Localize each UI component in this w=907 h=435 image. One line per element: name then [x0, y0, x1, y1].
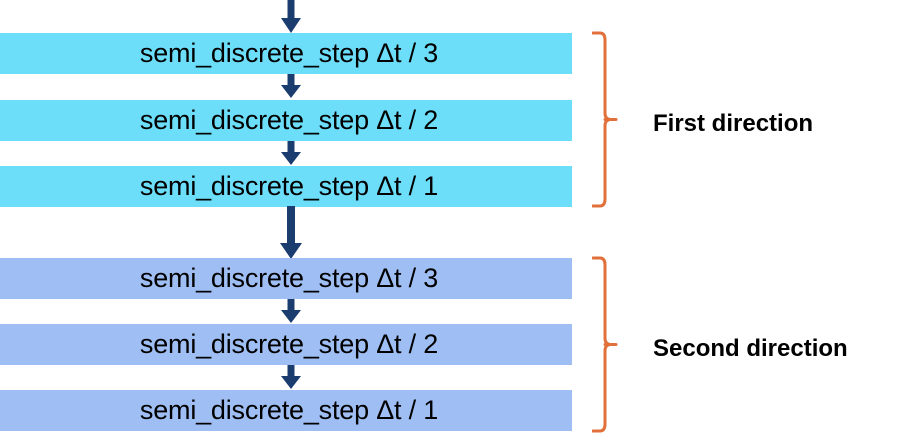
arrow-first-3-to-2: [277, 74, 305, 99]
step-label: semi_discrete_step Δt / 1: [139, 395, 439, 425]
arrow-first-2-to-1: [277, 141, 305, 166]
step-bar-first-3[interactable]: semi_discrete_step Δt / 3: [0, 33, 572, 74]
step-label: semi_discrete_step Δt / 3: [139, 38, 439, 68]
step-bar-second-2[interactable]: semi_discrete_step Δt / 2: [0, 324, 572, 365]
step-bar-second-1[interactable]: semi_discrete_step Δt / 1: [0, 390, 572, 431]
step-label: semi_discrete_step Δt / 2: [139, 105, 439, 135]
brace-first-direction: [592, 31, 618, 208]
step-bar-second-3[interactable]: semi_discrete_step Δt / 3: [0, 258, 572, 299]
step-label: semi_discrete_step Δt / 2: [139, 329, 439, 359]
label-first-direction: First direction: [653, 110, 814, 137]
brace-second-direction: [592, 256, 618, 433]
arrow-into-first-step: [277, 0, 305, 34]
step-label: semi_discrete_step Δt / 1: [139, 171, 439, 201]
arrow-first-group-to-second-group: [277, 206, 305, 260]
step-bar-first-1[interactable]: semi_discrete_step Δt / 1: [0, 166, 572, 207]
label-second-direction: Second direction: [653, 335, 848, 362]
arrow-second-2-to-1: [277, 365, 305, 390]
step-bar-first-2[interactable]: semi_discrete_step Δt / 2: [0, 100, 572, 141]
step-label: semi_discrete_step Δt / 3: [139, 263, 439, 293]
arrow-second-3-to-2: [277, 299, 305, 324]
